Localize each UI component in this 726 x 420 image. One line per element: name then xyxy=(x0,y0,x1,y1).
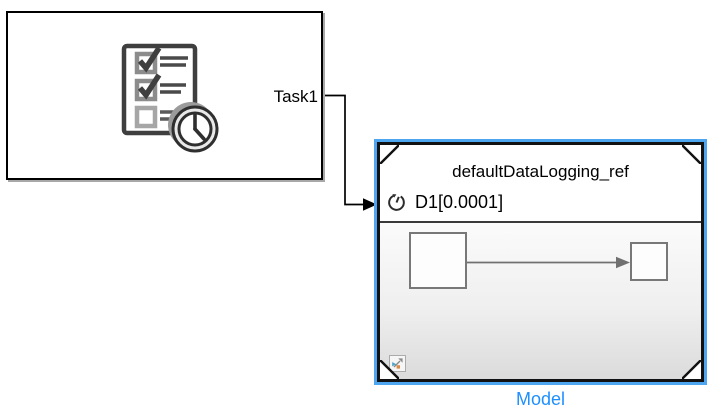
corner-notch-icon xyxy=(682,360,701,379)
corner-notch-icon xyxy=(682,145,701,164)
periodic-clock-icon xyxy=(388,194,405,211)
content-preview-badge-icon[interactable] xyxy=(389,355,406,372)
model-block-title: defaultDataLogging_ref xyxy=(380,145,701,184)
model-content-preview xyxy=(380,223,701,379)
sample-time-port-label: D1[0.0001] xyxy=(415,192,504,212)
corner-notch-icon xyxy=(380,145,399,164)
preview-source-block xyxy=(409,232,467,289)
model-reference-block[interactable]: defaultDataLogging_ref D1[0.0001] xyxy=(374,139,707,385)
corner-notch-icon xyxy=(380,360,399,379)
output-port-label: Task1 xyxy=(273,87,318,106)
model-port-row: D1[0.0001] xyxy=(380,184,701,223)
preview-wire xyxy=(467,256,630,269)
task-scheduler-block[interactable]: Task1 xyxy=(6,11,323,180)
checklist-clock-icon xyxy=(121,43,219,153)
preview-sink-block xyxy=(630,242,668,281)
model-block-name-label[interactable]: Model xyxy=(515,389,566,409)
input-port-arrow-icon xyxy=(363,198,377,211)
model-block-body: defaultDataLogging_ref D1[0.0001] xyxy=(377,142,704,382)
